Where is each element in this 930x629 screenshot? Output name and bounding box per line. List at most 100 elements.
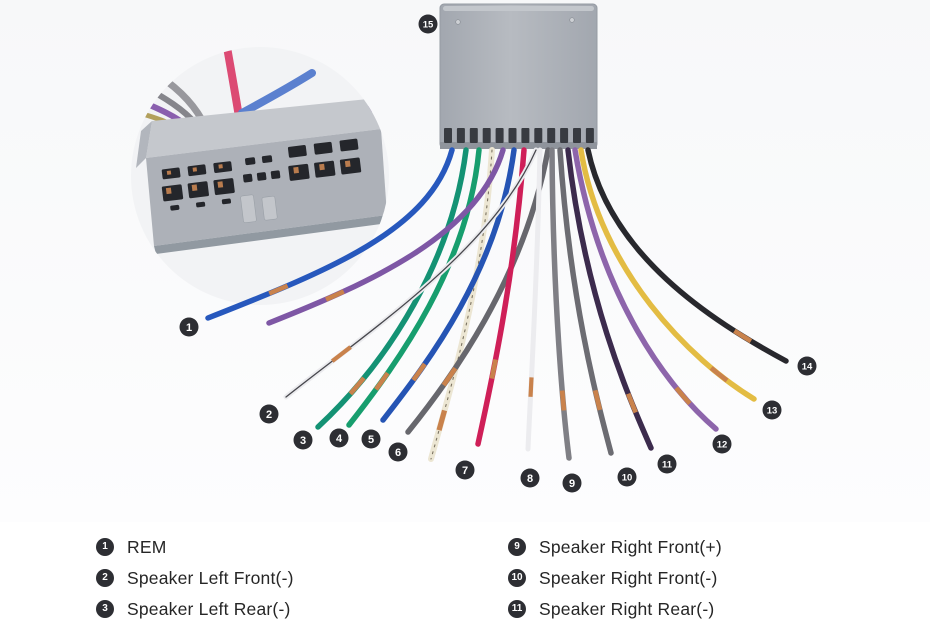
callout-number: 2 <box>266 409 272 421</box>
connector-exit-slot <box>456 128 465 143</box>
callout-badge-8: 8 <box>520 468 540 488</box>
callout-number: 14 <box>802 361 813 372</box>
harness-connector-block <box>439 3 598 149</box>
connector-exit-slot <box>521 128 530 143</box>
pin-slot <box>196 201 206 208</box>
connector-exit-slot <box>469 128 478 143</box>
legend-item: 10 Speaker Right Front(-) <box>508 567 722 589</box>
callout-circle <box>329 428 349 448</box>
wire-4-green <box>346 147 482 428</box>
wire-2-white-stripe-stripe <box>285 149 537 398</box>
callout-number: 9 <box>569 478 575 490</box>
connector-exit-slot <box>573 128 581 143</box>
callout-badge-2: 2 <box>259 404 279 424</box>
inset-wire <box>223 47 243 121</box>
callout-circle <box>293 430 313 450</box>
pin-slot <box>221 198 232 205</box>
wire-11-darkpurple <box>565 147 654 451</box>
callout-badge-1: 1 <box>179 317 199 337</box>
pin-contact <box>293 166 299 174</box>
callout-number: 7 <box>462 465 468 477</box>
pin-slot <box>270 170 281 180</box>
purple-wire <box>266 147 506 326</box>
pin-slot <box>256 172 267 181</box>
callout-badge-12: 12 <box>712 434 732 454</box>
callout-badge-6: 6 <box>388 442 408 462</box>
callout-number: 3 <box>300 435 306 447</box>
pin-contact <box>319 163 325 171</box>
callout-badge-3: 3 <box>293 430 313 450</box>
wire-9-gray <box>549 147 572 461</box>
pin-slot <box>287 144 307 158</box>
callout-circle <box>617 467 637 487</box>
connector-exit-slot <box>547 128 556 143</box>
wire-fan <box>205 147 789 462</box>
connector-exit-slot <box>534 128 543 143</box>
connector-exit-slot <box>444 128 452 143</box>
legend-label: Speaker Left Front(-) <box>127 567 294 588</box>
wire-1-blue <box>205 147 455 321</box>
key-notch <box>261 195 278 221</box>
callout-number: 6 <box>395 447 401 459</box>
callout-badge-5: 5 <box>361 429 381 449</box>
legend-label: Speaker Left Rear(-) <box>127 598 291 619</box>
connector-exit-slot <box>585 128 594 143</box>
callout-number: 11 <box>662 459 673 470</box>
callout-number: 13 <box>767 405 778 416</box>
legend-number-badge: 9 <box>508 538 526 556</box>
connector-hole <box>455 19 461 25</box>
pin-slot <box>213 178 235 196</box>
pin-slot <box>339 138 359 152</box>
callout-badge-9: 9 <box>562 473 582 493</box>
connector-top-highlight <box>443 6 594 11</box>
legend-label: Speaker Right Front(-) <box>539 567 718 588</box>
wire-5-blue <box>380 147 517 423</box>
pin-contact <box>218 164 223 169</box>
legend-number-badge: 3 <box>96 600 114 618</box>
legend-number-badge: 11 <box>508 600 526 618</box>
callout-badge-7: 7 <box>455 460 475 480</box>
pin-slot <box>187 181 209 199</box>
legend-number-badge: 10 <box>508 569 526 587</box>
connector-exit-slot <box>560 128 569 143</box>
callout-number: 15 <box>423 19 434 30</box>
callout-number: 8 <box>527 473 533 485</box>
callout-circle <box>520 468 540 488</box>
pin-slot <box>313 141 333 155</box>
legend-item: 3 Speaker Left Rear(-) <box>96 598 294 620</box>
pin-slot <box>244 157 256 166</box>
wire-8-white <box>525 147 543 452</box>
wire-7-red <box>475 147 527 447</box>
callout-badge-13: 13 <box>762 400 782 420</box>
legend-item: 11 Speaker Right Rear(-) <box>508 598 722 620</box>
pin-contact <box>192 167 198 172</box>
legend-label: Speaker Right Rear(-) <box>539 598 715 619</box>
callout-number: 4 <box>336 433 343 445</box>
pin-slot <box>213 161 233 173</box>
wire-3-green <box>315 147 469 430</box>
pin-slot <box>161 184 184 202</box>
callout-circle <box>797 356 817 376</box>
connector-exit-slot <box>495 128 504 143</box>
wire-10-gray <box>557 147 614 456</box>
pin-contact <box>165 187 172 195</box>
connector-closeup-inset <box>131 47 389 305</box>
callout-circle <box>259 404 279 424</box>
inset-wire <box>238 69 316 117</box>
inset-connector-face <box>136 121 152 168</box>
connector-exit-slot <box>482 128 491 143</box>
callout-badge-11: 11 <box>657 454 677 474</box>
pin-contact <box>166 170 172 175</box>
callout-circle <box>388 442 408 462</box>
pin-contact <box>191 184 198 191</box>
connector-hole <box>569 17 575 23</box>
connector-bottom-lip <box>440 142 597 149</box>
callout-badge-10: 10 <box>617 467 637 487</box>
cream-print-wire-copper-splice <box>428 149 495 460</box>
legend-label: Speaker Right Front(+) <box>539 536 722 557</box>
